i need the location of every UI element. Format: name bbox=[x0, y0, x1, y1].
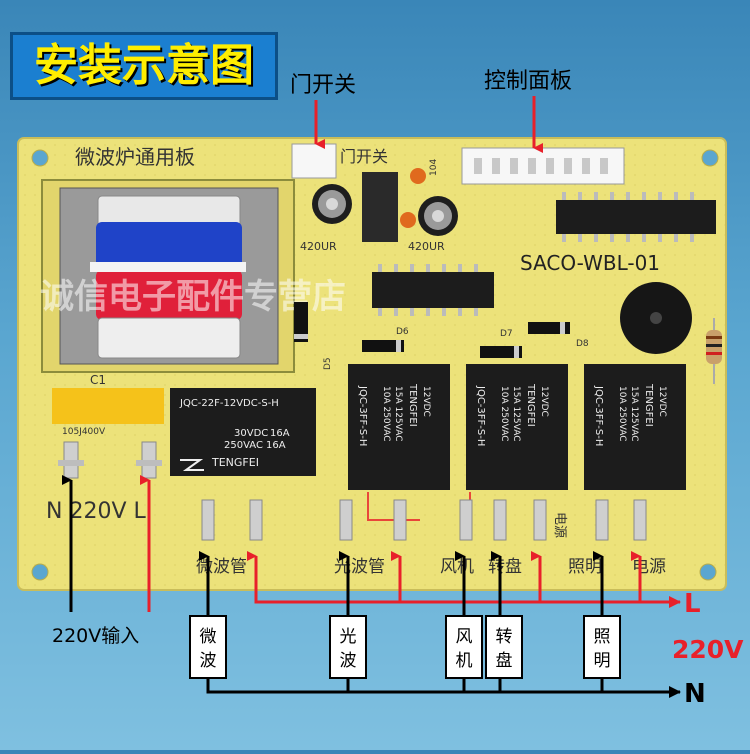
load-label-turntable-2: 盘 bbox=[496, 651, 513, 671]
load-label-lightwave-2: 波 bbox=[340, 651, 357, 671]
small-relay-2-brand: TENGFEI bbox=[525, 383, 536, 427]
diode-left bbox=[294, 302, 308, 342]
cap-right-label: 420UR bbox=[408, 240, 445, 253]
door-switch-callout: 门开关 bbox=[290, 73, 356, 98]
load-box-microwave bbox=[189, 615, 227, 679]
small-relay-1-model: JQC-3FF-S-H bbox=[357, 385, 368, 446]
terminal-label-turntable: 转盘 bbox=[488, 557, 522, 577]
load-label-turntable-1: 转 bbox=[496, 627, 513, 647]
cap-left-label: 420UR bbox=[300, 240, 337, 253]
electrolytic-capacitor-left bbox=[312, 184, 352, 224]
load-box-lightwave bbox=[329, 615, 367, 679]
terminal-label-light: 照明 bbox=[568, 557, 602, 577]
ceramic-capacitor-a bbox=[410, 168, 426, 184]
load-label-light-1: 照 bbox=[594, 627, 611, 647]
board-title: 微波炉通用板 bbox=[75, 145, 195, 169]
load-label-fan-2: 机 bbox=[456, 651, 473, 671]
door-switch-connector bbox=[291, 143, 337, 179]
diode-d7 bbox=[480, 346, 522, 358]
small-relay-2-model: JQC-3FF-S-H bbox=[475, 385, 486, 446]
load-box-light bbox=[583, 615, 621, 679]
power-side-label: 电源 bbox=[552, 512, 567, 538]
transformer bbox=[41, 179, 295, 373]
small-relay-2: TENGFEI JQC-3FF-S-H 12VDC 10A 250VAC 15A… bbox=[466, 364, 568, 490]
n-bus-up-arrows bbox=[199, 551, 604, 586]
small-relay-3: TENGFEI JQC-3FF-S-H 12VDC 10A 250VAC 15A… bbox=[584, 364, 686, 490]
load-label-microwave-1: 微 bbox=[200, 627, 217, 647]
terminal-label-fan: 风机 bbox=[440, 557, 474, 577]
control-panel-connector bbox=[461, 147, 625, 185]
big-relay-rating3: 16A bbox=[270, 428, 290, 439]
small-relay-1-rating2: 15A 125VAC bbox=[393, 386, 403, 442]
diode-d6-label: D6 bbox=[396, 327, 409, 337]
terminal-label-microwave: 微波管 bbox=[196, 557, 247, 577]
control-panel-pins bbox=[474, 158, 608, 174]
ic-chip-middle bbox=[372, 264, 494, 316]
big-relay-logo-icon bbox=[180, 459, 204, 471]
mount-hole-bl bbox=[31, 563, 49, 581]
ic-chip-top bbox=[556, 192, 716, 242]
page-title: 安装示意图 bbox=[34, 40, 254, 91]
cap-c1 bbox=[52, 388, 164, 424]
load-label-fan-1: 风 bbox=[456, 627, 473, 647]
output-terminals bbox=[201, 499, 647, 541]
small-relay-1: TENGFEI JQC-3FF-S-H 12VDC 10A 250VAC 15A… bbox=[348, 364, 450, 490]
cap-c1-label: C1 bbox=[90, 373, 106, 387]
diode-d8-label: D8 bbox=[576, 339, 589, 349]
big-relay-rating1: 30VDC bbox=[234, 428, 268, 439]
diode-d6 bbox=[362, 340, 404, 352]
ceramic-capacitor-b bbox=[400, 212, 416, 228]
small-relay-3-coil: 12VDC bbox=[657, 386, 667, 417]
diode-d5-label: D5 bbox=[323, 357, 333, 370]
bridge-rectifier bbox=[362, 172, 398, 242]
n220vl-silk: N 220V L bbox=[46, 499, 146, 524]
small-relay-1-brand: TENGFEI bbox=[407, 383, 418, 427]
terminal-label-lightwave: 光波管 bbox=[334, 557, 385, 577]
small-relay-1-rating1: 10A 250VAC bbox=[381, 386, 391, 442]
load-box-fan bbox=[445, 615, 483, 679]
big-relay: JQC-22F-12VDC-S-H 30VDC 250VAC 16A 16A T… bbox=[170, 388, 316, 476]
title-banner: 安装示意图 bbox=[10, 32, 278, 100]
load-label-lightwave-1: 光 bbox=[340, 627, 357, 647]
small-relay-3-rating2: 15A 125VAC bbox=[629, 386, 639, 442]
mount-hole-tr bbox=[701, 149, 719, 167]
mount-hole-tl bbox=[31, 149, 49, 167]
small-relay-2-coil: 12VDC bbox=[539, 386, 549, 417]
diode-top-right bbox=[528, 322, 570, 334]
line-l-label: L bbox=[684, 589, 701, 619]
input-220v-callout: 220V输入 bbox=[52, 625, 139, 647]
buzzer-hole bbox=[650, 312, 662, 324]
small-relay-3-brand: TENGFEI bbox=[643, 383, 654, 427]
mount-hole-br bbox=[699, 563, 717, 581]
big-relay-brand: TENGFEI bbox=[211, 456, 259, 469]
model-silk: SACO-WBL-01 bbox=[520, 251, 660, 275]
big-relay-model: JQC-22F-12VDC-S-H bbox=[179, 398, 279, 409]
electrolytic-capacitor-right bbox=[418, 196, 458, 236]
small-relay-3-model: JQC-3FF-S-H bbox=[593, 385, 604, 446]
line-n-label: N bbox=[684, 679, 706, 709]
voltage-label: 220V bbox=[672, 635, 744, 664]
big-relay-rating2: 250VAC bbox=[224, 440, 263, 451]
load-label-microwave-2: 波 bbox=[200, 651, 217, 671]
load-box-turntable bbox=[485, 615, 523, 679]
small-relay-2-rating2: 15A 125VAC bbox=[511, 386, 521, 442]
cap-c1-rating: 105J400V bbox=[62, 427, 106, 437]
small-relay-3-rating1: 10A 250VAC bbox=[617, 386, 627, 442]
terminal-label-power: 电源 bbox=[632, 557, 666, 577]
resistor bbox=[706, 318, 722, 384]
small-104-label: 104 bbox=[429, 159, 439, 176]
control-panel-callout: 控制面板 bbox=[484, 69, 572, 94]
door-switch-silk: 门开关 bbox=[340, 147, 388, 166]
big-relay-rating4: 16A bbox=[266, 440, 286, 451]
small-relay-1-coil: 12VDC bbox=[421, 386, 431, 417]
diode-d7-label: D7 bbox=[500, 329, 513, 339]
small-relay-2-rating1: 10A 250VAC bbox=[499, 386, 509, 442]
load-label-light-2: 明 bbox=[594, 651, 611, 671]
